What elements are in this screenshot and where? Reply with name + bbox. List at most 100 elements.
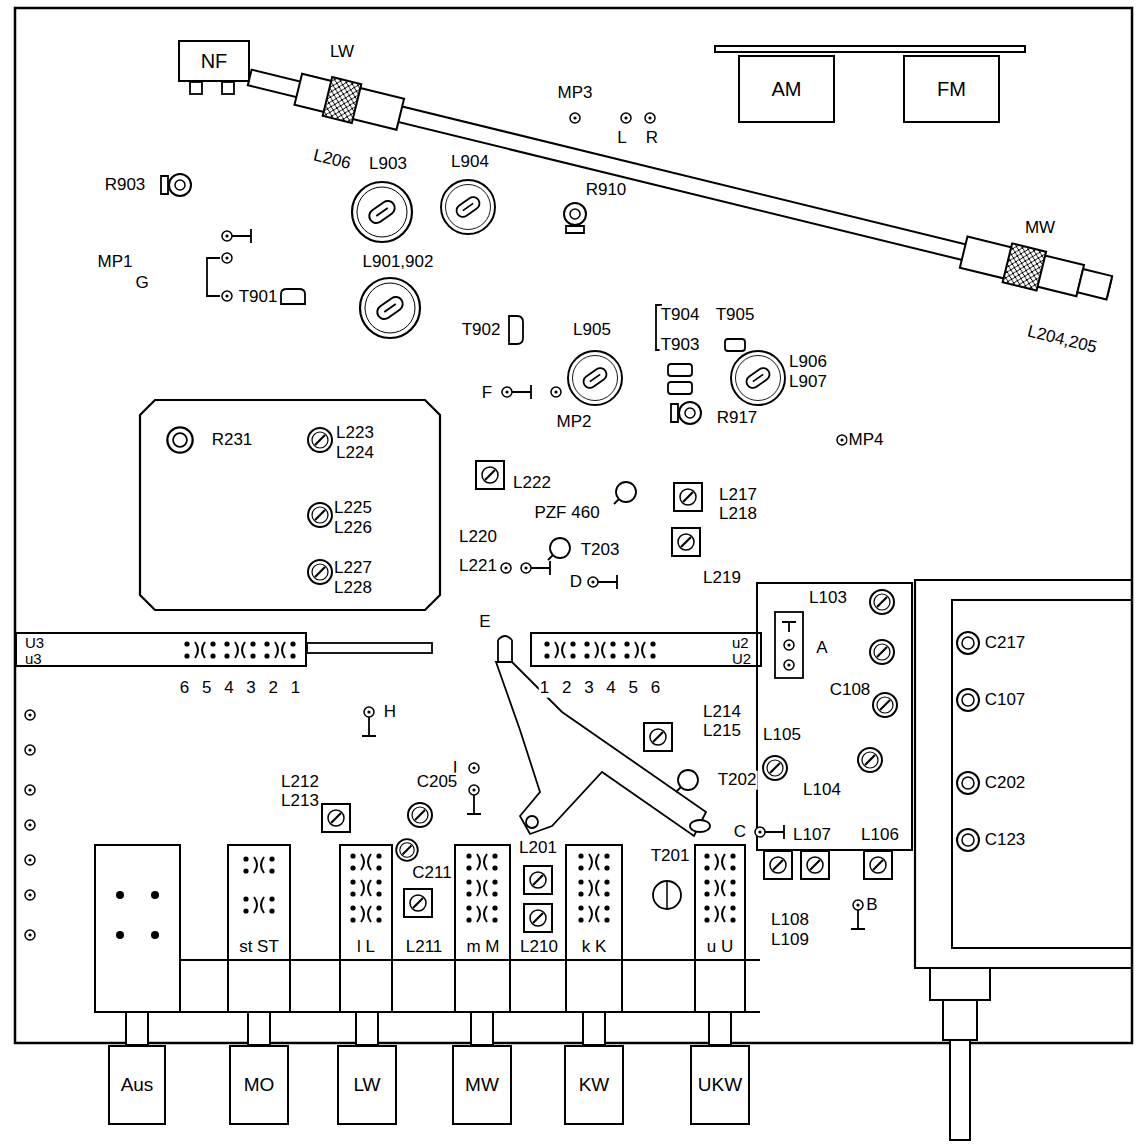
transistor-symbol [676, 770, 698, 792]
component-label: T905 [715, 306, 756, 325]
switch-contacts [243, 896, 274, 913]
component-label: D [569, 573, 583, 592]
tuner-drive [943, 1000, 977, 1040]
switch-bank: u2U2 [530, 632, 762, 667]
connector-pin [222, 82, 234, 94]
component-label: st ST [238, 938, 280, 957]
component-label: L225 [333, 499, 373, 518]
component-label: L905 [572, 321, 612, 340]
coil-sleeve [960, 237, 1084, 297]
switch-contacts [466, 853, 497, 870]
component-label: LW [329, 43, 355, 62]
trimmer-symbol [524, 866, 552, 894]
box-label: Aus [121, 1075, 154, 1096]
component-label: MW [1024, 219, 1056, 238]
component-label: T903 [660, 336, 701, 355]
test-point [837, 435, 847, 445]
component-label: MP3 [557, 84, 594, 103]
box-label: LW [353, 1075, 380, 1096]
component-label: C108 [829, 681, 872, 700]
ground-symbol [232, 229, 251, 243]
mounting-rail [715, 46, 1025, 52]
trimmer-symbol [870, 640, 894, 664]
ground-symbol [512, 385, 531, 399]
component-label: L228 [333, 579, 373, 598]
component-label: m M [465, 938, 500, 957]
switch-contacts [578, 879, 609, 896]
transistor-symbol [548, 538, 570, 560]
component-label: u U [706, 938, 734, 957]
button-stem [471, 1012, 493, 1045]
switch-contacts [243, 856, 274, 873]
switch-bank: U3u3 [15, 632, 307, 667]
push-button: LW [337, 1045, 397, 1125]
trimmer-symbol [870, 590, 894, 614]
trimmer-symbol [864, 851, 892, 879]
test-point [222, 253, 232, 263]
band-module: AM [738, 55, 835, 123]
transistor-symbol [725, 339, 745, 351]
ground-symbol [851, 910, 865, 929]
component-label: R231 [211, 431, 254, 450]
test-point [25, 930, 35, 940]
switch-contacts [350, 905, 381, 922]
component-label: C205 [416, 773, 459, 792]
switch-contacts [584, 641, 615, 658]
box-label: UKW [698, 1075, 742, 1096]
component-label: L211 [405, 938, 444, 957]
test-point [469, 785, 479, 795]
ground-symbol [362, 717, 376, 736]
switch-slider [307, 643, 432, 653]
test-point [645, 113, 655, 123]
box-label: FM [937, 78, 966, 100]
switch-contacts [624, 641, 655, 658]
component-label: L214 [702, 703, 742, 722]
trimmer-symbol [308, 503, 332, 527]
switch-contacts [704, 905, 735, 922]
bracket [207, 258, 220, 296]
test-point [570, 113, 580, 123]
switch-contacts [350, 853, 381, 870]
component-label: L218 [718, 505, 758, 524]
lever-hook [498, 636, 512, 662]
test-block [775, 612, 803, 678]
test-point [755, 827, 765, 837]
test-point [222, 231, 232, 241]
component-label: L904 [450, 153, 490, 172]
test-point [25, 745, 35, 755]
component-label: R [645, 129, 659, 148]
trimmer-symbol [322, 804, 350, 832]
test-point [25, 890, 35, 900]
switch-contacts [184, 641, 215, 658]
switch-contacts [224, 641, 255, 658]
tuner-drive [930, 968, 990, 1000]
transistor-symbol [653, 881, 681, 909]
component-label: R903 [104, 176, 147, 195]
component-label: T902 [461, 321, 502, 340]
tuner-board-outline [757, 583, 912, 850]
component-label: C123 [984, 831, 1027, 850]
component-label: R917 [716, 409, 759, 428]
test-point [621, 113, 631, 123]
switch-rail [95, 1011, 760, 1013]
tuner-bracket [952, 600, 1132, 948]
test-point [502, 387, 512, 397]
button-stem [709, 1012, 731, 1045]
test-point [784, 640, 794, 650]
component-label: 1 2 3 4 5 6 [539, 679, 661, 698]
component-label: L201 [518, 839, 558, 858]
rod-end-cap [1077, 269, 1112, 299]
capacitor-symbol [957, 632, 979, 654]
coil-symbol [568, 351, 622, 405]
switch-contacts [466, 905, 497, 922]
component-label: L217 [718, 486, 758, 505]
coil-symbol [352, 182, 412, 242]
component-label: C107 [984, 691, 1027, 710]
switch-lever [496, 662, 706, 836]
antenna-coil [323, 77, 362, 123]
component-label: L227 [333, 559, 373, 578]
switch-contacts [578, 853, 609, 870]
component-label: T202 [717, 771, 758, 790]
component-label: L [616, 129, 627, 148]
